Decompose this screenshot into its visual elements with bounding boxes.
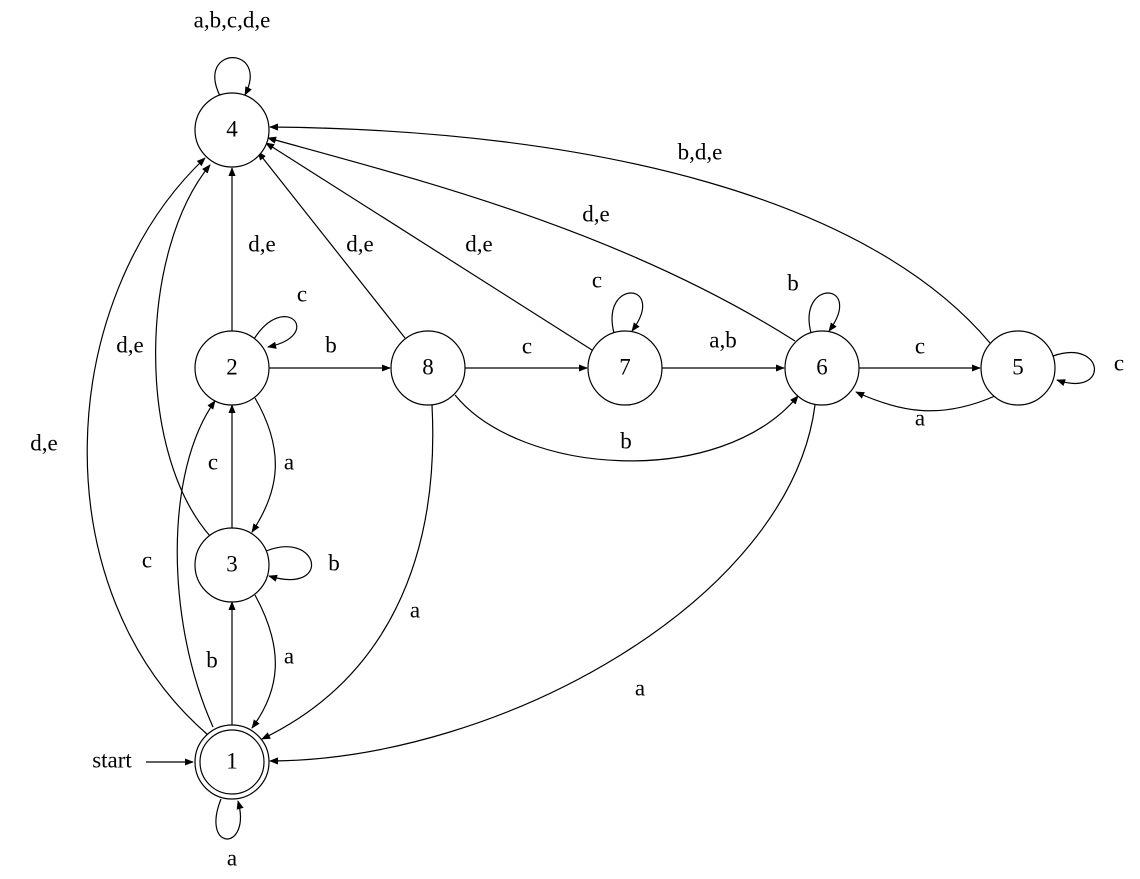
edge-label: a	[284, 643, 294, 668]
edge-5-6	[855, 391, 996, 412]
edge-label: c	[208, 449, 218, 474]
edge-6-1	[269, 404, 816, 765]
edge-label: d,e	[116, 332, 143, 357]
edge-label: c	[1114, 350, 1124, 375]
edge-label: c	[522, 333, 532, 358]
edge-2-2	[253, 316, 298, 349]
edge-label: b	[206, 647, 218, 672]
edge-3-1	[251, 594, 276, 729]
edge-label: c	[142, 547, 152, 572]
edge-3-4	[155, 164, 211, 537]
edge-8-1	[261, 404, 434, 740]
edge-6-6	[808, 292, 841, 334]
state-label: 4	[226, 116, 238, 141]
edge-label: d,e	[248, 231, 275, 256]
edge-5-4	[269, 123, 991, 344]
edge-1-2	[176, 400, 216, 728]
edge-1-4	[86, 157, 209, 736]
edge-label: a	[915, 405, 925, 430]
state-7: 7	[587, 330, 663, 406]
edge-label: b	[620, 428, 632, 453]
edge-2-3	[251, 397, 276, 533]
edge-8-4	[257, 151, 406, 339]
edge-label: c	[297, 281, 307, 306]
edge-6-4	[267, 136, 796, 342]
edge-8-6	[454, 394, 799, 462]
start-label: start	[92, 747, 132, 772]
state-4: 4	[194, 92, 270, 168]
edge-label: a	[410, 597, 420, 622]
edge-label: c	[915, 333, 925, 358]
edge-3-3	[265, 546, 312, 582]
edge-label: a,b	[709, 327, 736, 352]
edge-label: d,e	[30, 430, 57, 455]
state-6: 6	[784, 330, 860, 406]
state-label: 7	[619, 354, 631, 379]
edge-1-1	[215, 798, 244, 840]
edge-label: c	[592, 267, 602, 292]
state-label: 8	[422, 354, 434, 379]
edge-label: b	[328, 550, 340, 575]
edge-label: d,e	[582, 201, 609, 226]
edge-label: a	[284, 449, 294, 474]
edge-label: d,e	[465, 231, 492, 256]
edge-label: b,d,e	[678, 139, 723, 164]
state-3: 3	[194, 527, 270, 603]
edge-7-7	[611, 292, 644, 334]
state-8: 8	[390, 330, 466, 406]
edge-7-4	[265, 142, 593, 351]
edge-5-5	[1052, 352, 1095, 387]
state-2: 2	[194, 330, 270, 406]
state-label: 2	[226, 354, 238, 379]
state-label: 6	[816, 354, 828, 379]
state-label: 5	[1012, 354, 1024, 379]
edge-label: d,e	[346, 231, 373, 256]
state-label: 3	[226, 551, 238, 576]
edge-label: b	[325, 332, 337, 357]
edge-label: a	[635, 675, 645, 700]
state-5: 5	[980, 330, 1056, 406]
state-label: 1	[226, 748, 238, 773]
edge-label: a	[227, 845, 237, 870]
edge-4-4	[214, 57, 252, 97]
edge-label: b	[787, 270, 799, 295]
state-1-accepting: 1	[194, 724, 270, 800]
edge-label: a,b,c,d,e	[194, 7, 271, 32]
